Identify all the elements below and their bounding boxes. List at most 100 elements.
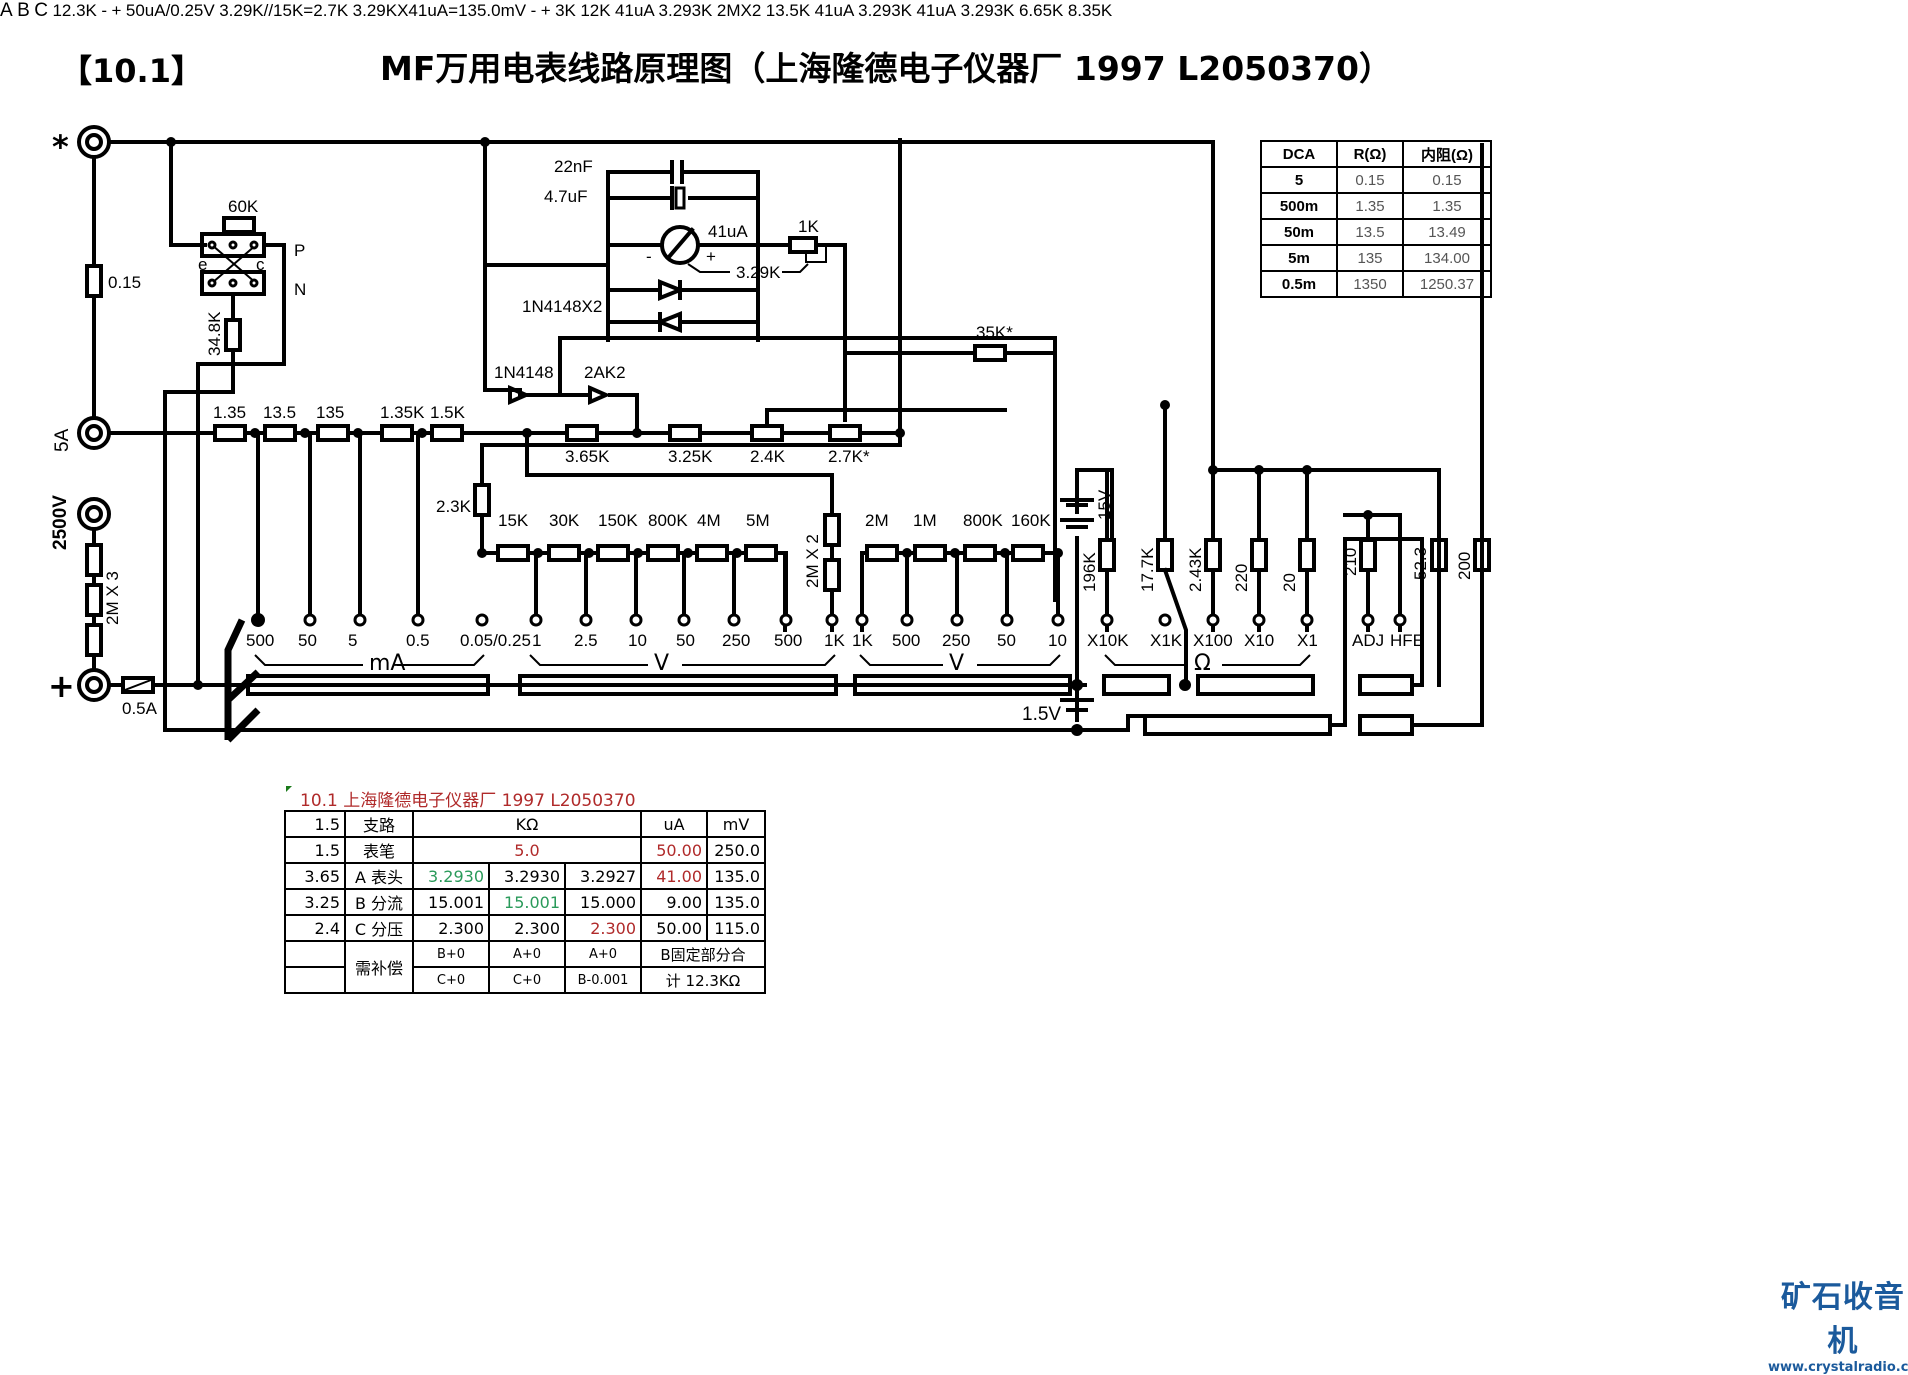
range-tap-ma[interactable]: [411, 613, 425, 627]
range-tap-ohm[interactable]: [1206, 613, 1220, 627]
series-resistor-label: 2.7K*: [828, 447, 870, 466]
dcma-circuit: 13.5K 41uA 3.293K 0.151.3513.51351.35K5A…: [766, 1, 917, 20]
adj-resistor: [1359, 538, 1377, 572]
range-label-adj: HFE: [1390, 631, 1424, 650]
range-tap-acv[interactable]: [1000, 613, 1014, 627]
terminal-plus[interactable]: [77, 668, 111, 702]
calc-cell: 2.300: [412, 914, 490, 942]
dca-cell: 1250.37: [1402, 270, 1492, 298]
range-label-adj: ADJ: [1352, 631, 1384, 650]
shunt-resistor-label: 1.35: [213, 403, 246, 422]
acv-resistor-label: 1M: [913, 511, 937, 530]
acv-resistor-label: 800K: [963, 511, 1003, 530]
range-tap-dcv[interactable]: [529, 613, 543, 627]
abc-circuit: A B C 12.3K - + 50uA/0.25V: [0, 0, 219, 21]
calc-cell: C+0: [488, 966, 566, 994]
calc-cell: 3.25: [284, 888, 346, 916]
fuse-label: 0.5A: [122, 699, 158, 718]
range-tap-dcv[interactable]: [677, 613, 691, 627]
dca-cell: 13.5: [1336, 218, 1404, 246]
terminal-common[interactable]: [77, 125, 111, 159]
range-tap-ohm[interactable]: [1252, 613, 1266, 627]
range-tap-dcv[interactable]: [579, 613, 593, 627]
range-tap-ohm[interactable]: [1300, 613, 1314, 627]
range-tap-dcv[interactable]: [779, 613, 793, 627]
calc-cell: 2.300: [488, 914, 566, 942]
range-tap-ohm[interactable]: [1158, 613, 1172, 627]
range-tap-adj[interactable]: [1361, 613, 1375, 627]
range-label-ohm: X10: [1244, 631, 1274, 650]
range-label-acv: 250: [942, 631, 970, 650]
r-2m: [823, 513, 841, 547]
dca-header-cell: DCA: [1260, 140, 1338, 168]
dca-cell: 1.35: [1402, 192, 1492, 220]
calc-cell: B+0: [412, 940, 490, 968]
range-tap-ma[interactable]: [303, 613, 317, 627]
meter-needle-icon: [665, 227, 695, 261]
calc-cell: 1.5: [284, 836, 346, 864]
internal-resistance-label: 3.29K: [736, 263, 781, 282]
acv-r1-label: 6.65K: [1018, 1, 1064, 20]
divider-meter-plus: +: [540, 1, 551, 20]
range-label-acv: 50: [997, 631, 1016, 650]
watermark-url: www.crystalradio.cn: [1768, 1360, 1908, 1375]
calc-cell: 计 12.3KΩ: [640, 966, 766, 994]
dca-cell: 134.00: [1402, 244, 1492, 272]
dca-cell: 1350: [1336, 270, 1404, 298]
range-label-dcv: 50: [676, 631, 695, 650]
dca-header-cell: R(Ω): [1336, 140, 1404, 168]
range-tap-adj[interactable]: [1393, 613, 1407, 627]
series-resistor-label: 2.4K: [750, 447, 786, 466]
hv-resistor-label: 2M X 3: [103, 571, 122, 625]
meter-plus: +: [706, 247, 716, 266]
range-tap-ma[interactable]: [353, 613, 367, 627]
dca-cell: 135: [1336, 244, 1404, 272]
range-tap-acv[interactable]: [950, 613, 964, 627]
range-tap-acv[interactable]: [900, 613, 914, 627]
calc-cell: 3.65: [284, 862, 346, 890]
acv-resistor: [865, 544, 899, 562]
range-tap-acv[interactable]: [1051, 613, 1065, 627]
range-switch-knife-icon: [224, 618, 261, 743]
calc-cell: 1.5: [284, 810, 346, 838]
calc-cell: B固定部分合: [640, 940, 766, 968]
range-tap-acv[interactable]: [855, 613, 869, 627]
calc-cell: uA: [640, 810, 708, 838]
range-tap-ohm[interactable]: [1100, 613, 1114, 627]
dcv-resistor-label: 30K: [549, 511, 580, 530]
acv-resistor-label: 160K: [1011, 511, 1051, 530]
emitter-label: e: [198, 255, 207, 274]
ohm-resistor: [1298, 538, 1316, 572]
dcv-resistor-label: 800K: [648, 511, 688, 530]
range-label-acv: 500: [892, 631, 920, 650]
range-tap-dcv[interactable]: [727, 613, 741, 627]
range-tap-dcv[interactable]: [629, 613, 643, 627]
dca-cell: 1.35: [1336, 192, 1404, 220]
abc-b-label: B: [17, 0, 30, 21]
terminal-5a[interactable]: [77, 416, 111, 450]
diode-2ak2-label: 2AK2: [584, 363, 626, 382]
dcv-resistor-label: 150K: [598, 511, 638, 530]
cap-22nf-label: 22nF: [554, 157, 593, 176]
terminal-2500v[interactable]: [77, 497, 111, 531]
terminal-5a-label: 5A: [52, 428, 73, 452]
dcv-r12k-label: 12K: [580, 1, 611, 20]
range-label-ohm: X10K: [1087, 631, 1129, 650]
terminal-common-label: *: [52, 128, 69, 166]
main-circuit: * 5A 2500V + 0.15 2M X 3 0.5A: [48, 125, 1215, 732]
hfe-r348-label: 34.8K: [205, 311, 224, 356]
dcv-resistor: [695, 544, 729, 562]
collector-label: c: [256, 255, 265, 274]
calc-cell: B-0.001: [564, 966, 642, 994]
divider-formula-2: 3.29KX41uA=135.0mV: [352, 1, 527, 20]
range-tap-ma[interactable]: [475, 613, 489, 627]
divider-meter-minus: -: [530, 1, 537, 20]
terminal-plus-label: +: [48, 667, 75, 705]
range-tap-dcv[interactable]: [825, 613, 839, 627]
battery-15v-label: 15V: [1095, 489, 1114, 520]
